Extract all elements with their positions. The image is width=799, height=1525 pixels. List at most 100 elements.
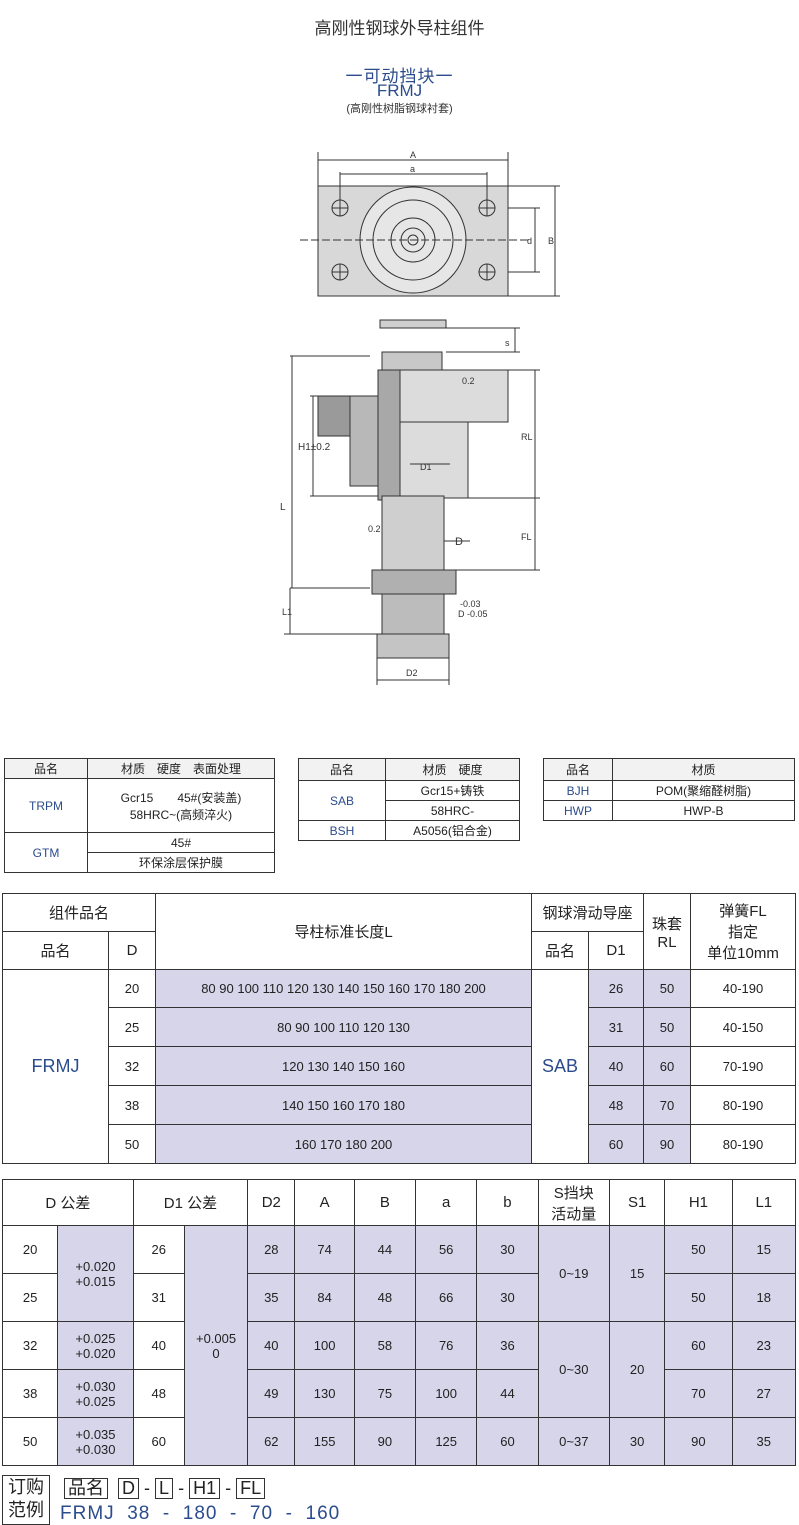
order-example: FRMJ 38 - 180 - 70 - 160 <box>60 1503 341 1524</box>
dim-FL: FL <box>521 532 532 542</box>
mat1-h-name: 品名 <box>4 758 88 779</box>
t2-cell: 74 <box>294 1225 355 1274</box>
t2-cell: 18 <box>731 1273 797 1322</box>
t2-d1tol: +0.005 <box>195 1330 237 1346</box>
t2-h-s1: S挡块 <box>553 1184 594 1202</box>
t2-cell: 30 <box>608 1417 666 1466</box>
t1-cell: 26 <box>588 969 644 1008</box>
t1-cell: 160 170 180 200 <box>155 1124 532 1164</box>
t2-cell: 90 <box>353 1417 417 1466</box>
t2-cell: 100 <box>415 1369 478 1418</box>
order-field-L: L <box>155 1478 174 1499</box>
mat3-h-name: 品名 <box>543 758 613 781</box>
t1-cell: 120 130 140 150 160 <box>155 1046 532 1086</box>
order-dash: - <box>225 1478 232 1498</box>
t2-h-L1: L1 <box>731 1179 797 1226</box>
mat2-h-name: 品名 <box>298 758 386 781</box>
t2-h-B: B <box>353 1179 417 1226</box>
t2-cell: 23 <box>731 1321 797 1370</box>
t1-cell: 60 <box>643 1046 691 1086</box>
t2-h-s2: 活动量 <box>551 1205 597 1223</box>
dim-L: L <box>280 502 286 513</box>
t1-cell: 60 <box>588 1124 644 1164</box>
t2-dtol: +0.030 <box>75 1378 116 1394</box>
t2-cell: 48 <box>132 1369 185 1418</box>
mat1-h-material: 材质 硬度 表面处理 <box>87 758 275 779</box>
mat1-name: TRPM <box>4 778 88 833</box>
t2-h-a: a <box>415 1179 478 1226</box>
mat1-line1: 45# <box>87 832 275 853</box>
order-fields: 品名 D - L - H1 - FL <box>64 1478 266 1499</box>
mat1-line2: 58HRC~(高频淬火) <box>129 807 233 822</box>
dim-dtol-lo: D -0.05 <box>458 609 488 619</box>
t2-cell: 130 <box>294 1369 355 1418</box>
dim-H1: H1±0.2 <box>298 442 331 453</box>
subtitle: 一可动挡块一 <box>345 67 454 86</box>
technical-drawing: A a d B s 0.2 H1±0.2 L L1 RL FL D1 D 0.2… <box>280 150 560 685</box>
t2-cell: 40 <box>247 1321 296 1370</box>
dim-D1: D1 <box>420 462 432 472</box>
mat2-line1: A5056(铝合金) <box>385 820 520 841</box>
order-field-D: D <box>118 1478 140 1499</box>
t2-cell: 84 <box>294 1273 355 1322</box>
t2-cell: 90 <box>664 1417 733 1466</box>
t2-dtol: +0.015 <box>75 1273 116 1289</box>
t1-cell: 70-190 <box>690 1046 796 1086</box>
t2-dtol: +0.025 <box>75 1330 116 1346</box>
t1-h-bush: 钢球滑动导座 <box>531 893 644 932</box>
t2-cell: 32 <box>1 1321 59 1370</box>
t1-h-fl3: 单位10mm <box>707 945 779 962</box>
t2-s1: 15 <box>608 1225 666 1322</box>
t2-d1tol: 0 <box>212 1345 220 1361</box>
t2-h-S1: S1 <box>608 1179 666 1226</box>
t1-bush: SAB <box>531 969 589 1164</box>
t1-cell: 80 90 100 110 120 130 140 150 160 170 18… <box>155 969 532 1008</box>
t1-cell: 40-190 <box>690 969 796 1008</box>
page-title: 高刚性钢球外导柱组件 <box>314 19 485 38</box>
t2-cell: 0~37 <box>537 1417 610 1466</box>
dim-tol-spring: 0.2 <box>368 524 381 534</box>
t2-s: 0~19 <box>537 1225 610 1322</box>
t1-cell: 140 150 160 170 180 <box>155 1085 532 1125</box>
t1-cell: 80-190 <box>690 1085 796 1125</box>
t1-cell: 38 <box>108 1085 156 1125</box>
mat1-name: GTM <box>4 832 88 873</box>
order-dash: - <box>178 1478 185 1498</box>
t2-h-D1: D1 公差 <box>132 1179 249 1226</box>
material-table-3: 品名 材质 BJH POM(聚缩醛树脂) HWP HWP-B <box>543 758 795 821</box>
t2-cell: 60 <box>132 1417 185 1466</box>
dim-dtol-hi: -0.03 <box>460 599 481 609</box>
order-dash: - <box>144 1478 151 1498</box>
t2-h-A: A <box>294 1179 355 1226</box>
t2-cell: 15 <box>731 1225 797 1274</box>
t1-cell: 90 <box>643 1124 691 1164</box>
order-label-1: 订购 <box>8 1477 44 1497</box>
mat2-h-material: 材质 硬度 <box>385 758 520 781</box>
model-code: FRMJ <box>376 81 423 100</box>
t2-cell: 66 <box>415 1273 478 1322</box>
t2-cell: 44 <box>476 1369 539 1418</box>
dim-RL: RL <box>521 432 533 442</box>
t2-dtol: +0.020 <box>75 1258 116 1274</box>
t2-h-b: b <box>476 1179 539 1226</box>
t2-cell: 50 <box>664 1225 733 1274</box>
t1-cell: 80 90 100 110 120 130 <box>155 1007 532 1047</box>
order-label: 订购 范例 <box>2 1475 50 1525</box>
dim-L1: L1 <box>282 607 292 617</box>
spec-table-2: D 公差 D1 公差 D2 A B a b S挡块活动量 S1 H1 L1 20… <box>1 1179 797 1466</box>
dim-A: A <box>410 150 416 160</box>
material-table-2: 品名 材质 硬度 SAB Gcr15+铸铁 58HRC- BSH A5056(铝… <box>298 758 520 841</box>
model-note: (高刚性树脂钢球衬套) <box>346 103 453 115</box>
t1-cell: 40 <box>588 1046 644 1086</box>
t2-cell: 31 <box>132 1273 185 1322</box>
t2-cell: 50 <box>1 1417 59 1466</box>
t1-cell: 50 <box>643 1007 691 1047</box>
t2-cell: 155 <box>294 1417 355 1466</box>
t1-h-name: 品名 <box>2 931 109 970</box>
mat3-h-material: 材质 <box>612 758 795 781</box>
t2-cell: 35 <box>247 1273 296 1322</box>
mat1-line2: 环保涂层保护膜 <box>87 852 275 873</box>
t1-cell: 25 <box>108 1007 156 1047</box>
t2-cell: 30 <box>476 1225 539 1274</box>
order-field-FL: FL <box>236 1478 266 1499</box>
